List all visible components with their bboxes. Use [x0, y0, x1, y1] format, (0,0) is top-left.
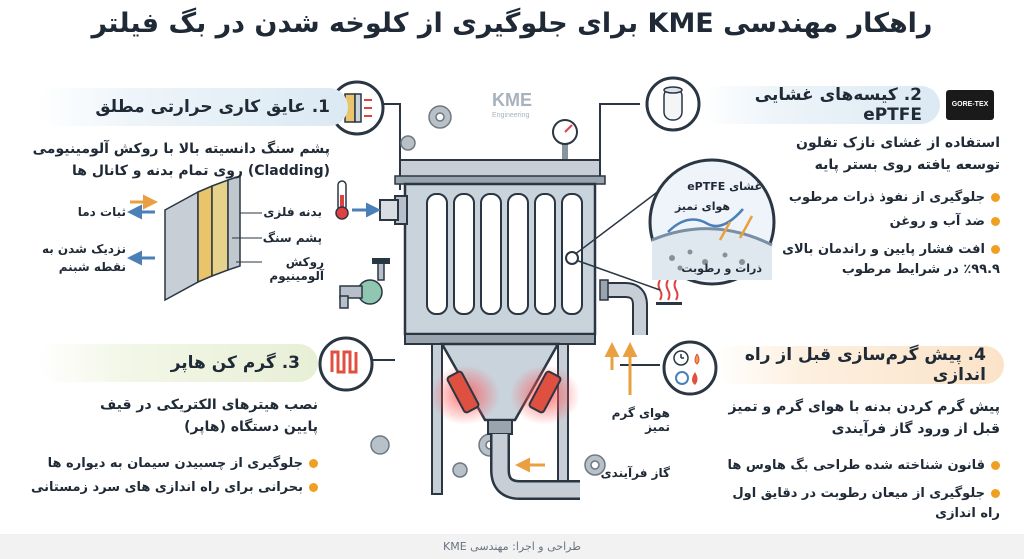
goretex-label: GORE-TEX [951, 101, 989, 108]
heat-icon [656, 279, 682, 305]
footer-credit: طراحی و اجرا: مهندسی KME [0, 534, 1024, 559]
connector-line-2 [599, 103, 640, 160]
arrow-label-temp: ثبات دما [77, 205, 126, 219]
section-1-heading: 1. عایق کاری حرارتی مطلق [95, 97, 330, 117]
outlet-pipe [599, 279, 648, 335]
thermometer-icon [335, 180, 349, 220]
section-4-text: پیش گرم کردن بدنه با هوای گرم و تمیز قبل… [728, 399, 1000, 437]
bullet-dot [991, 461, 1000, 470]
section-2-heading: 2. کیسه‌های غشایی ePTFE [754, 85, 922, 125]
bullet-dot [991, 193, 1000, 202]
page-title: راهکار مهندسی KME برای جلوگیری از کلوخه … [91, 8, 933, 39]
hopper-heater-right [528, 370, 562, 414]
arrow-label-dewpoint: نزدیک شدن به نقطه شبنم [41, 242, 126, 274]
section-4-heading: 4. پیش گرم‌سازی قبل از راه اندازی [744, 345, 986, 385]
zoom-label-clean-air: هوای تمیز [674, 200, 730, 213]
section-2-text: استفاده از غشای نازک تفلون توسعه یافته ر… [796, 135, 1000, 173]
clean-air-label: هوای گرم تمیز [611, 406, 670, 434]
section-3-bullet-2: بحرانی برای راه اندازی های سرد زمستانی [30, 478, 318, 498]
section-3-heading: 3. گرم کن هاپر [170, 353, 300, 373]
heater-icon [318, 336, 374, 392]
section-4-bullet-1: قانون شناخته شده طراحی بگ هاوس ها [718, 456, 1000, 476]
section-1-text: پشم سنگ دانسیته بالا با روکش آلومینیومی … [32, 141, 330, 179]
gauge-icon [552, 119, 578, 161]
section-2-header: 2. کیسه‌های غشایی ePTFE [700, 85, 940, 125]
section-3-text: نصب هیترهای الکتریکی در قیف پایین دستگاه… [100, 397, 318, 435]
bullet-dot [991, 217, 1000, 226]
membrane-zoom [648, 158, 776, 286]
bullet-dot [991, 245, 1000, 254]
section-3-header: 3. گرم کن هاپر [38, 344, 318, 382]
section-1-header: 1. عایق کاری حرارتی مطلق [38, 88, 348, 126]
section-2-bullet-2: ضد آب و روغن [760, 212, 1000, 232]
logo-kme: KME [492, 90, 532, 110]
bullet-dot [309, 483, 318, 492]
zoom-label-particles: ذرات و رطوبت [681, 262, 762, 275]
layer-label-cladding: روکش آلومینیوم [269, 255, 324, 283]
section-2-bullet-3: افت فشار پایین و راندمان بالای ۹۹.۹٪ در … [782, 242, 1000, 277]
insulation-layers-illustration [127, 174, 262, 302]
section-4-bullet-2: جلوگیری از میعان رطوبت در دقایق اول راه … [732, 486, 1000, 521]
hopper-heater-left [446, 370, 480, 414]
zoom-label-membrane: غشای ePTFE [687, 180, 762, 193]
preheat-icon [662, 340, 718, 396]
process-gas-label: گاز فرآیندی [600, 466, 670, 480]
layer-label-metal: بدنه فلزی [263, 205, 322, 219]
bullet-dot [309, 459, 318, 468]
logo-sub: Engineering [492, 112, 529, 119]
section-3-bullet-1: جلوگیری از چسبیدن سیمان به دیواره ها [30, 454, 318, 474]
filter-bags [426, 193, 583, 315]
section-4-header: 4. پیش گرم‌سازی قبل از راه اندازی [714, 345, 1004, 385]
section-2-bullet-1: جلوگیری از نفوذ ذرات مرطوب [760, 188, 1000, 208]
layer-label-rockwool: پشم سنگ [262, 231, 322, 245]
bullet-dot [991, 489, 1000, 498]
valve-icon [339, 258, 390, 309]
goretex-badge [946, 90, 994, 120]
filter-bag-icon [645, 76, 701, 132]
inlet-pipe [379, 195, 408, 225]
